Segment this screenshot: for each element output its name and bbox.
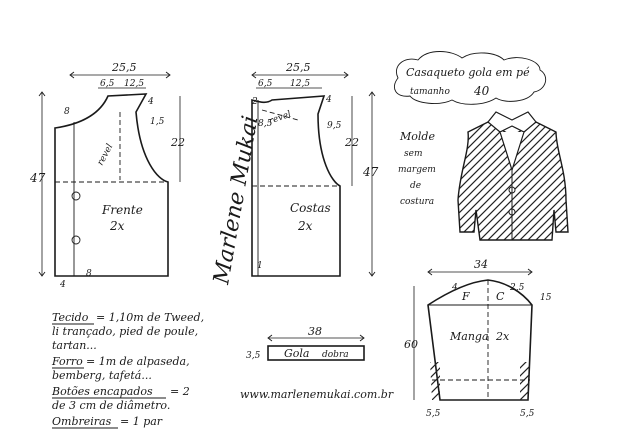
title-line1: Casaqueto gola em pé (406, 66, 530, 79)
front-shoulder-label: 12,5 (124, 79, 144, 89)
materials-tecido3: tartan... (52, 339, 97, 352)
back-piece: 25,5 6,5 12,5 4 9,5 2 8,5 revel Costas 2… (251, 61, 379, 277)
back-width-arrows (251, 71, 349, 79)
title-line2: tamanho (410, 87, 450, 97)
back-qty: 2x (297, 219, 313, 233)
collar-height-label: 3,5 (246, 351, 261, 361)
materials-tecido-label: Tecido (52, 311, 89, 324)
sleeve-piece: 34 F C 4 2,5 Manga 2x 60 15 5,5 5,5 (404, 258, 552, 419)
back-label: Costas (290, 201, 331, 215)
materials-botoes: = 2 (170, 385, 190, 398)
back-hem-label: 1 (257, 261, 263, 271)
jacket-illustration (457, 111, 569, 241)
materials-forro-label: Forro (51, 355, 83, 368)
front-piece: 25,5 6,5 12,5 4 1,5 8 revel Frente 2x 22… (29, 61, 185, 290)
front-width-label: 25,5 (111, 61, 137, 74)
back-side-label: 22 (344, 136, 359, 149)
front-length-arrows (38, 91, 46, 277)
sleeve-back-mark: C (496, 290, 505, 303)
front-label: Frente (101, 203, 143, 217)
materials-tecido2: li trançado, pied de poule, (52, 325, 198, 338)
sleeve-label: Manga (449, 330, 489, 343)
front-outline (54, 93, 169, 277)
signature: Marlene Mukai (209, 114, 263, 287)
sleeve-cuff-left: 5,5 (426, 409, 441, 419)
back-length-label: 47 (362, 165, 379, 179)
front-grain-label: revel (96, 142, 116, 167)
sleeve-cuff-right: 5,5 (520, 409, 535, 419)
front-drop-label: 4 (147, 97, 154, 107)
sleeve-front-mark: F (461, 290, 470, 303)
back-length-arrows (368, 91, 376, 277)
sleeve-right-side: 15 (540, 293, 552, 303)
front-button-2 (71, 235, 81, 245)
materials-ombreiras-label: Ombreiras (52, 415, 112, 428)
note-line2: sem (404, 149, 422, 159)
front-neck-label: 6,5 (100, 79, 115, 89)
back-neck-label: 6,5 (258, 79, 273, 89)
back-drop-label: 4 (325, 95, 332, 105)
front-top-label: 8 (64, 107, 70, 117)
front-side-label: 22 (170, 136, 185, 149)
materials-forro2: bemberg, tafetá... (52, 369, 152, 382)
front-button-1 (71, 191, 81, 201)
back-grain-label: revel (268, 110, 293, 127)
materials-ombreiras: = 1 par (120, 415, 163, 428)
front-length-label: 47 (29, 171, 46, 185)
note-line3: margem (398, 165, 436, 175)
materials-botoes-label: Botões encapados (51, 385, 153, 398)
sleeve-width-arrows (427, 268, 533, 276)
back-shoulder-label: 12,5 (290, 79, 310, 89)
back-fold-label: 8,5 (258, 119, 273, 129)
sleeve-cap-left: 4 (451, 283, 458, 293)
collar-outline (267, 345, 365, 361)
materials-forro: = 1m de alpaseda, (86, 355, 190, 368)
sleeve-cuff-left-hatch (430, 362, 440, 400)
front-width-arrows (69, 71, 171, 79)
back-top-label: 2 (251, 97, 258, 107)
front-hem-right: 8 (86, 269, 92, 279)
jacket-collar (487, 111, 537, 133)
materials-block: Tecido = 1,10m de Tweed, li trançado, pi… (51, 311, 204, 429)
note-line1: Molde (399, 130, 435, 143)
back-armhole-label: 9,5 (327, 121, 342, 131)
collar-width-label: 38 (308, 325, 322, 338)
note-block: Molde sem margem de costura (398, 130, 436, 207)
back-outline (251, 95, 341, 277)
note-line5: costura (400, 197, 434, 207)
jacket-body (457, 121, 569, 241)
front-armhole-label: 1,5 (150, 117, 165, 127)
materials-tecido: = 1,10m de Tweed, (96, 311, 204, 324)
collar-width-arrows (267, 334, 365, 342)
front-hem-left: 4 (59, 280, 66, 290)
sleeve-length-label: 60 (404, 338, 418, 351)
sleeve-width-label: 34 (474, 258, 488, 271)
front-qty: 2x (109, 219, 125, 233)
materials-botoes2: de 3 cm de diâmetro. (52, 399, 170, 412)
collar-piece: 38 Gola dobra 3,5 (246, 325, 365, 361)
collar-label: Gola (284, 347, 310, 360)
title-cloud: Casaqueto gola em pé tamanho 40 (394, 51, 547, 105)
sleeve-cap-right: 2,5 (509, 283, 525, 293)
back-grain-line (261, 109, 299, 121)
sleeve-cuff-right-hatch (520, 362, 530, 400)
title-cloud-outline (394, 51, 547, 105)
sleeve-qty: 2x (495, 330, 510, 343)
back-width-label: 25,5 (285, 61, 311, 74)
collar-fold: dobra (322, 350, 349, 360)
title-size: 40 (473, 84, 490, 98)
website: www.marlenemukai.com.br (240, 388, 394, 401)
note-line4: de (410, 181, 421, 191)
